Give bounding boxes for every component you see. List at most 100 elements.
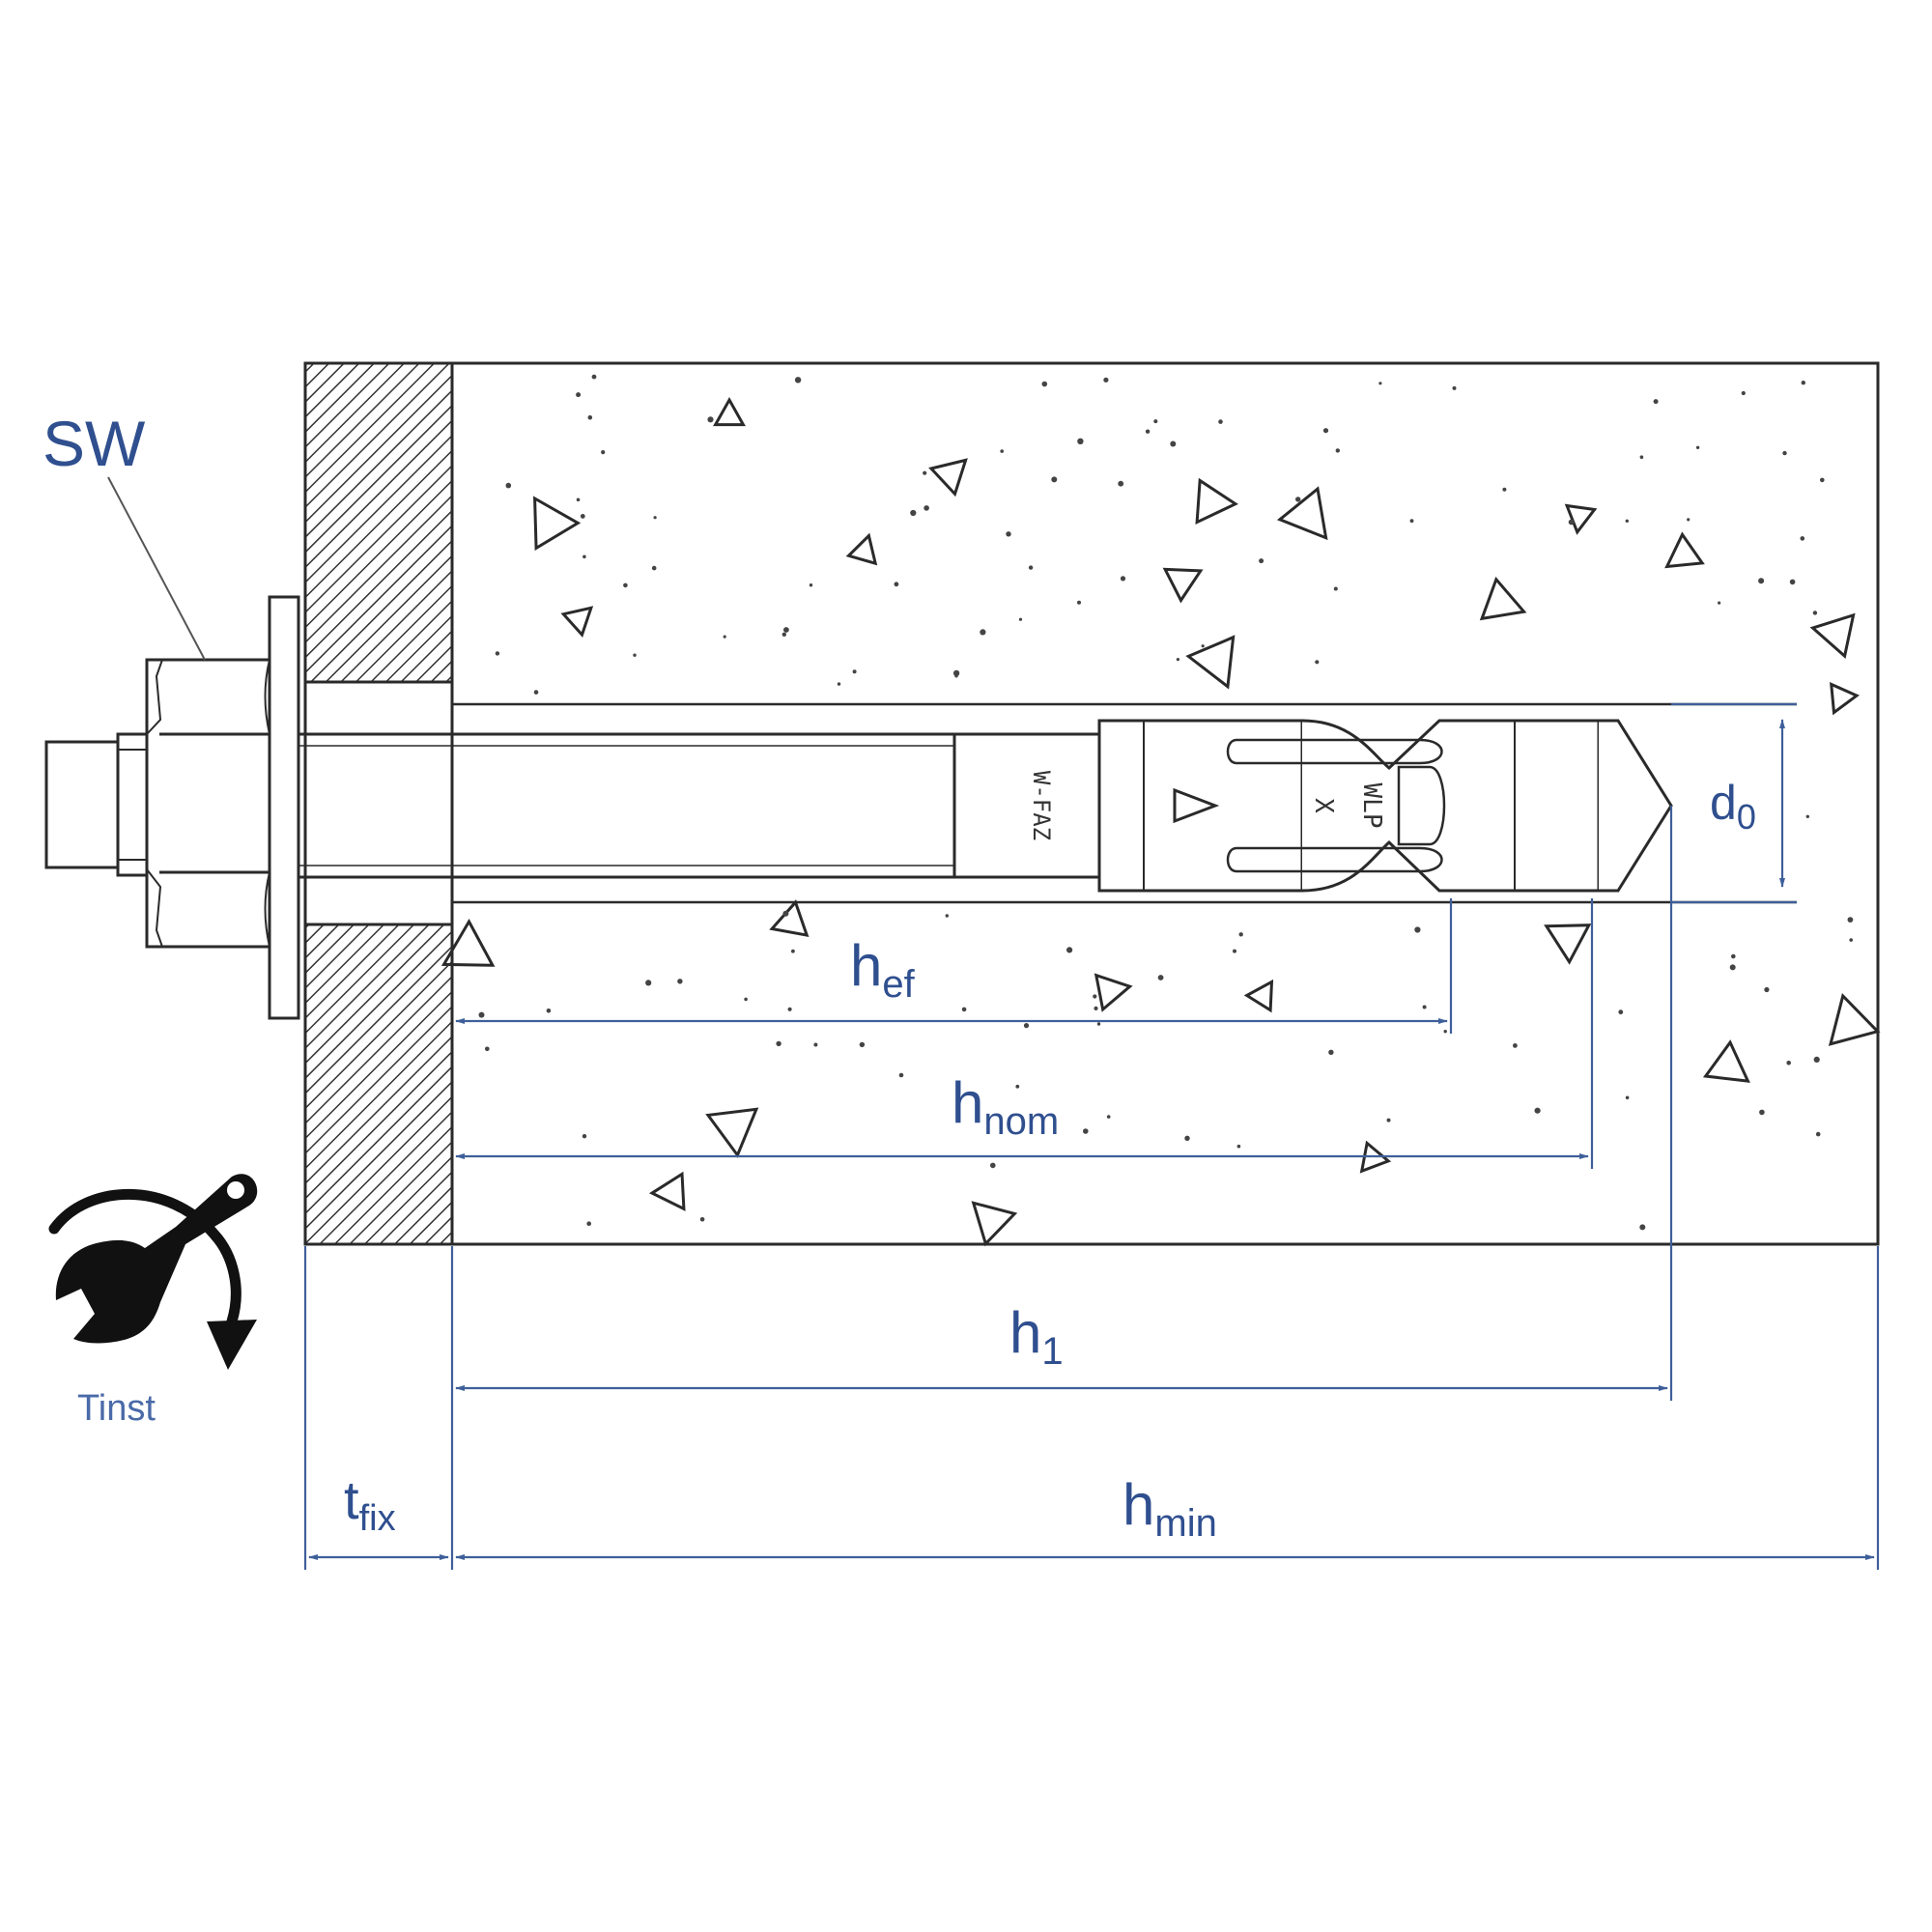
aggregate-dot bbox=[591, 374, 597, 380]
aggregate-dot bbox=[1741, 390, 1746, 396]
aggregate-dot bbox=[1051, 476, 1058, 483]
wrench-icon bbox=[55, 1174, 258, 1344]
aggregate-stone bbox=[1564, 503, 1598, 535]
sw-leader-line bbox=[107, 476, 206, 661]
aggregate-dot bbox=[1815, 1131, 1821, 1137]
aggregate-stone bbox=[1162, 567, 1204, 604]
aggregate-dot bbox=[1653, 399, 1659, 405]
drill-hole bbox=[452, 702, 1797, 904]
tinst-label: Tinst bbox=[77, 1388, 156, 1429]
aggregate-dot bbox=[586, 1221, 591, 1226]
aggregate-stone bbox=[560, 606, 594, 639]
aggregate-stone bbox=[1243, 979, 1274, 1013]
aggregate-dot bbox=[1786, 1061, 1791, 1065]
aggregate-dot bbox=[576, 497, 581, 502]
aggregate-dot bbox=[1333, 586, 1338, 591]
aggregate-dot bbox=[1335, 448, 1341, 453]
aggregate-dot bbox=[1386, 1118, 1391, 1122]
aggregate-stone bbox=[1702, 1039, 1750, 1083]
aggregate-stone bbox=[1195, 477, 1238, 525]
aggregate-dot bbox=[990, 1162, 996, 1169]
aggregate-stone bbox=[1479, 576, 1527, 621]
sw-label: SW bbox=[43, 408, 146, 479]
aggregate-dot bbox=[478, 1011, 485, 1018]
anchor-shaft: W-FAZ bbox=[298, 732, 1101, 879]
aggregate-stone bbox=[928, 458, 968, 497]
aggregate-dot bbox=[1170, 440, 1177, 447]
aggregate-dot bbox=[813, 1042, 818, 1047]
fixture-plate bbox=[303, 361, 454, 1246]
aggregate-dot bbox=[1041, 381, 1048, 387]
aggregate-dot bbox=[1625, 519, 1630, 523]
aggregate-dot bbox=[783, 627, 789, 633]
aggregate-dot bbox=[1233, 949, 1236, 953]
aggregate-dot bbox=[1718, 601, 1721, 605]
aggregate-dot bbox=[723, 635, 726, 639]
aggregate-dot bbox=[776, 1040, 781, 1047]
aggregate-dot bbox=[645, 980, 652, 986]
aggregate-dot bbox=[1695, 445, 1700, 449]
aggregate-dot bbox=[580, 514, 585, 519]
aggregate-dot bbox=[1295, 497, 1301, 502]
aggregate-dot bbox=[1800, 536, 1805, 541]
sleeve-marking: WLP bbox=[1357, 783, 1386, 829]
aggregate-dot bbox=[781, 632, 786, 637]
tfix-label: tfix bbox=[344, 1469, 396, 1539]
aggregate-dot bbox=[485, 1046, 490, 1052]
aggregate-stone bbox=[713, 396, 746, 427]
aggregate-stone bbox=[1094, 973, 1133, 1012]
aggregate-dot bbox=[1006, 531, 1011, 537]
aggregate-dot bbox=[1805, 814, 1810, 818]
aggregate-dot bbox=[582, 1134, 587, 1139]
aggregate-dot bbox=[1452, 385, 1457, 390]
aggregate-dot bbox=[1758, 578, 1765, 584]
aggregate-dot bbox=[1513, 1043, 1518, 1048]
aggregate-dot bbox=[744, 997, 748, 1002]
aggregate-dot bbox=[1625, 1095, 1630, 1100]
aggregate-dot bbox=[1639, 455, 1644, 460]
aggregate-dot bbox=[623, 582, 628, 588]
aggregate-dot bbox=[1118, 480, 1124, 487]
aggregate-dot bbox=[1066, 947, 1073, 953]
aggregate-dot bbox=[1106, 1115, 1111, 1119]
aggregate-dot bbox=[633, 653, 637, 657]
aggregate-dot bbox=[1759, 1109, 1765, 1116]
aggregate-dot bbox=[859, 1041, 866, 1048]
aggregate-dot bbox=[898, 1072, 904, 1078]
aggregate-dot bbox=[1120, 576, 1126, 582]
aggregate-dot bbox=[1414, 926, 1421, 933]
aggregate-dot bbox=[1018, 617, 1023, 621]
aggregate-dot bbox=[1093, 994, 1097, 999]
aggregate-dot bbox=[495, 651, 500, 656]
shaft-marking: W-FAZ bbox=[1028, 771, 1055, 840]
aggregate-dot bbox=[1422, 1005, 1427, 1009]
aggregate-dot bbox=[980, 629, 986, 636]
aggregate-dot bbox=[546, 1009, 552, 1013]
aggregate-dot bbox=[894, 582, 899, 587]
aggregate-stone bbox=[1828, 992, 1881, 1046]
aggregate-dot bbox=[1813, 1056, 1820, 1063]
aggregate-dot bbox=[1000, 449, 1004, 453]
aggregate-dot bbox=[1731, 953, 1736, 959]
aggregate-stone bbox=[971, 1201, 1018, 1247]
aggregate-dot bbox=[961, 1007, 967, 1012]
aggregate-dot bbox=[1218, 419, 1223, 424]
aggregate-dot bbox=[1820, 477, 1825, 483]
aggregate-stone bbox=[845, 532, 878, 566]
aggregate-dot bbox=[505, 482, 512, 489]
aggregate-dot bbox=[1568, 519, 1575, 526]
aggregate-dot bbox=[1103, 377, 1109, 383]
aggregate-dot bbox=[1639, 1224, 1646, 1231]
aggregate-dot bbox=[837, 682, 841, 686]
aggregate-stone bbox=[1276, 486, 1328, 541]
aggregate-dot bbox=[651, 565, 657, 571]
aggregate-dot bbox=[1094, 1006, 1098, 1010]
aggregate-stone bbox=[440, 918, 496, 967]
aggregate-dot bbox=[1238, 932, 1243, 937]
aggregate-dot bbox=[1322, 428, 1329, 434]
aggregate-dot bbox=[787, 1007, 792, 1011]
aggregate-dot bbox=[1184, 1135, 1190, 1142]
extension-lines bbox=[303, 702, 1880, 1570]
aggregate-dot bbox=[1812, 611, 1818, 615]
